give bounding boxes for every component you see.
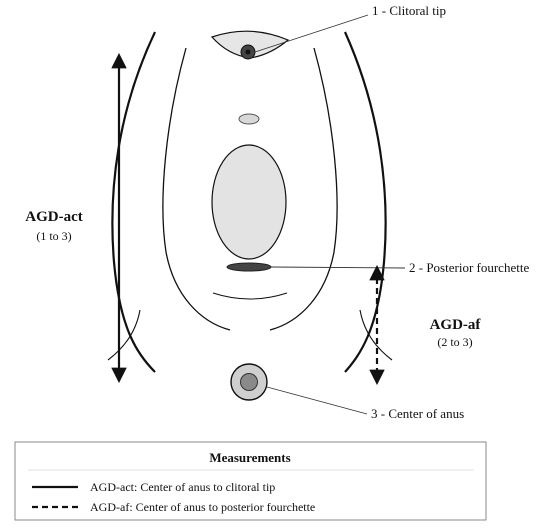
agd-af-label: AGD-af — [430, 317, 482, 333]
inner-right-contour — [269, 47, 338, 331]
label-clitoral-tip: 1 - Clitoral tip — [372, 3, 446, 18]
legend-item-agd-af: AGD-af: Center of anus to posterior four… — [90, 500, 315, 514]
anus-center — [240, 373, 258, 391]
urethral-opening — [238, 113, 260, 125]
callout-line-posterior-fourchette — [270, 266, 406, 269]
agd-act-label: AGD-act — [25, 209, 82, 225]
agd-af-range: (2 to 3) — [437, 335, 472, 349]
posterior-fourchette-marker — [226, 262, 272, 272]
callout-line-center-of-anus — [266, 386, 368, 415]
legend-item-agd-act: AGD-act: Center of anus to clitoral tip — [90, 480, 275, 494]
perineum-arc — [212, 292, 288, 300]
inner-left-contour — [162, 47, 231, 331]
callout-line-clitoral-tip — [254, 14, 369, 53]
clitoral-tip-center — [245, 49, 251, 55]
clitoral-hood — [210, 30, 290, 59]
legend-box — [14, 441, 487, 521]
label-center-of-anus: 3 - Center of anus — [371, 406, 464, 421]
outer-right-contour — [343, 31, 387, 373]
vaginal-opening — [211, 144, 287, 260]
legend-title: Measurements — [209, 450, 290, 465]
label-posterior-fourchette: 2 - Posterior fourchette — [409, 260, 529, 275]
agd-act-range: (1 to 3) — [36, 229, 71, 243]
legend: Measurements AGD-act: Center of anus to … — [14, 441, 487, 521]
